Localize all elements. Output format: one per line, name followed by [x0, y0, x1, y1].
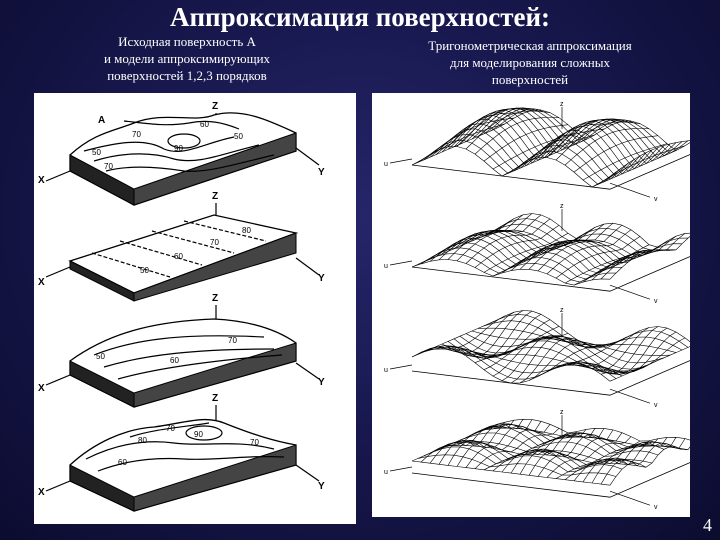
polynomial-surfaces-drawing: Z Y X A 50 70 90 60 70 50 Z Y — [38, 101, 325, 512]
surface-block-original: Z Y X A 50 70 90 60 70 50 — [38, 101, 325, 206]
left-caption-line-2: и модели аппроксимирующих — [103, 51, 271, 66]
wireframe-surface-3: z u v — [384, 307, 690, 409]
axis-label-z: Z — [212, 101, 218, 112]
contour-label: 60 — [200, 120, 209, 129]
axis-label-x: X — [38, 487, 45, 498]
contour-label: 90 — [174, 144, 183, 153]
contour-label: 50 — [234, 132, 243, 141]
axis-label-u: u — [384, 161, 388, 168]
axis-label-u: u — [384, 367, 388, 374]
contour-label: 70 — [228, 336, 237, 345]
axis-label-y: Y — [318, 167, 325, 178]
contour-label: 60 — [174, 252, 183, 261]
contour-label: 70 — [250, 438, 259, 447]
wireframe-surface-2: z u v — [384, 203, 690, 305]
trigonometric-surfaces-figure: z u v z u v z u v z u v — [372, 93, 690, 517]
axis-label-x: X — [38, 175, 45, 186]
wireframe-surface-1: z u v — [384, 101, 690, 203]
axis-label-y: Y — [318, 377, 325, 388]
contour-label: 80 — [242, 226, 251, 235]
contour-label: 60 — [170, 356, 179, 365]
contour-label: 50 — [96, 352, 105, 361]
right-caption: Тригонометрическая аппроксимация для мод… — [385, 37, 675, 88]
page-number: 4 — [703, 515, 712, 535]
axis-label-z: Z — [212, 191, 218, 202]
axis-label-y: Y — [318, 481, 325, 492]
right-caption-line-3: поверхностей — [491, 72, 569, 87]
contour-label: 70 — [104, 162, 113, 171]
axis-label-z: z — [560, 101, 564, 108]
slide-title: Аппроксимация поверхностей: — [169, 2, 551, 32]
axis-label-x: X — [38, 383, 45, 394]
surface-block-order-3: Z Y X 60 80 70 90 70 — [38, 393, 325, 512]
axis-label-v: v — [654, 402, 658, 409]
contour-label: 70 — [166, 424, 175, 433]
contour-label: 70 — [132, 130, 141, 139]
contour-label: 90 — [194, 430, 203, 439]
axis-label-x: X — [38, 277, 45, 288]
surface-block-order-2: Z Y X 50 70 60 — [38, 293, 325, 408]
axis-label-v: v — [654, 196, 658, 203]
axis-label-z: z — [560, 307, 564, 314]
contour-label: 60 — [118, 458, 127, 467]
trigonometric-surfaces-drawing: z u v z u v z u v z u v — [384, 101, 690, 511]
contour-label: 70 — [210, 238, 219, 247]
axis-label-z: z — [560, 203, 564, 210]
axis-label-z: Z — [212, 293, 218, 304]
axis-label-z: Z — [212, 393, 218, 404]
surface-block-order-1: Z Y X 80 70 60 50 — [38, 191, 325, 302]
axis-label-v: v — [654, 504, 658, 511]
polynomial-surfaces-figure: Z Y X A 50 70 90 60 70 50 Z Y — [34, 93, 356, 524]
contour-label: 80 — [138, 436, 147, 445]
axis-label-y: Y — [318, 273, 325, 284]
contour-label: 50 — [140, 266, 149, 275]
right-caption-line-1: Тригонометрическая аппроксимация — [428, 38, 632, 53]
left-caption-line-3: поверхностей 1,2,3 порядков — [107, 68, 267, 83]
right-caption-line-2: для моделирования сложных — [450, 55, 610, 70]
axis-label-z: z — [560, 409, 564, 416]
axis-label-u: u — [384, 469, 388, 476]
axis-label-u: u — [384, 263, 388, 270]
left-caption: Исходная поверхность А и модели аппрокси… — [62, 33, 312, 84]
wireframe-surface-4: z u v — [384, 409, 690, 511]
axis-label-v: v — [654, 298, 658, 305]
contour-label: 50 — [92, 148, 101, 157]
left-caption-line-1: Исходная поверхность А — [118, 34, 256, 49]
surface-label: A — [98, 115, 105, 126]
